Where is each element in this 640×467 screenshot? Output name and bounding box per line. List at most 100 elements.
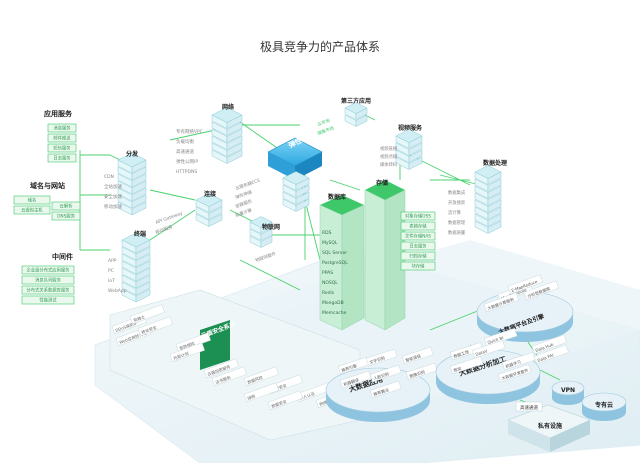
bdp-tag — [507, 274, 543, 295]
cdn-item: 移动加速 — [104, 203, 122, 210]
green-tag — [51, 201, 81, 211]
tower-side-right — [487, 199, 502, 213]
tower-top — [282, 171, 310, 185]
bdan-tag — [497, 364, 532, 383]
security-pillar — [200, 320, 230, 370]
terminal-item: PC — [108, 268, 114, 274]
bda-tag — [369, 380, 402, 399]
tower-side-right — [295, 184, 310, 198]
green-tag — [47, 143, 77, 153]
green-tag — [13, 205, 51, 215]
private-facility-left — [508, 420, 550, 452]
cdn-item: 全站加速 — [104, 183, 122, 190]
tower-top — [474, 165, 502, 179]
video-item: 视频点播 — [380, 153, 398, 160]
iot-item: 物联网套件 — [254, 250, 277, 264]
security-tag — [203, 358, 239, 379]
storage-right — [384, 189, 406, 331]
green-tag — [400, 221, 436, 231]
security-item: 绿网 — [246, 393, 256, 401]
tower-side-right — [208, 206, 223, 220]
tower-top — [121, 232, 151, 248]
green-tag-label: 日志服务 — [53, 155, 71, 162]
tower-top — [395, 129, 423, 143]
tower-side-right — [226, 149, 243, 164]
data-processing-tower — [474, 165, 502, 234]
bda-tag — [401, 346, 434, 365]
cube-left — [268, 152, 295, 180]
security-item: 移动安全 — [140, 324, 157, 335]
green-tag-label: 企业级分布式应用服务 — [27, 267, 71, 274]
tower-side-right — [135, 246, 151, 261]
db-item: Redis — [322, 290, 335, 296]
group-middleware-title: 中间件 — [52, 252, 73, 261]
db-item: NOSQL — [322, 280, 338, 286]
db-item: SQL Server — [322, 250, 347, 256]
db-item: RDS — [322, 230, 332, 236]
tower-top — [117, 152, 147, 168]
connector-line — [149, 209, 196, 241]
db-item: PPAS — [322, 270, 333, 276]
video-tower — [395, 129, 423, 170]
bda-item: 图像识别 — [408, 368, 425, 379]
security-tag — [169, 342, 205, 363]
database-tower — [319, 195, 365, 331]
disk-top — [551, 380, 585, 396]
tower-side-right — [260, 235, 273, 248]
api-item: API Gateway — [155, 210, 184, 225]
terminal-item: APP — [108, 258, 117, 264]
tower-side-right — [131, 194, 147, 209]
bda-item: 文字识别 — [368, 354, 385, 365]
bdan-item: 数据工场 — [452, 348, 469, 359]
security-item: 内容安全 — [270, 382, 287, 393]
tower-side-right — [487, 185, 502, 199]
tower-side-right — [226, 121, 243, 136]
elastic-compute-cube — [267, 137, 323, 180]
tower-side-right — [131, 201, 147, 216]
green-tag-label: 消息服务 — [53, 125, 71, 132]
vpn-node — [551, 380, 585, 405]
bdan-tag — [471, 340, 506, 359]
green-tag — [400, 231, 436, 241]
bdan-tag — [449, 342, 484, 361]
cdn-item: 安全加速 — [104, 193, 122, 200]
terminal-item: WebApp — [108, 288, 127, 294]
cube-right — [295, 152, 322, 180]
green-tag-label: 块存储 — [412, 263, 426, 270]
tower-side-right — [487, 178, 502, 192]
group-domain-site: 域名与网站 — [30, 181, 65, 190]
tower-side-right — [226, 135, 243, 150]
tower-side-right — [135, 267, 151, 282]
green-tag-label: 消息队列服务 — [35, 277, 61, 284]
bdan-item: Quick BI — [487, 335, 504, 345]
iot-tower — [249, 216, 273, 248]
green-tag — [47, 133, 77, 143]
tower-side-right — [408, 156, 423, 170]
network-item: 高速通道 — [176, 148, 194, 155]
tower-side-right — [408, 149, 423, 163]
green-tag-label: 邮件推送 — [53, 135, 71, 142]
group-app-service: 应用服务 — [44, 109, 73, 118]
tower-side-right — [135, 260, 151, 275]
bda-item: 人脸识别 — [372, 370, 389, 381]
disk-top — [581, 392, 627, 412]
db-item: Memcache — [322, 310, 347, 316]
bdan-tag — [449, 356, 484, 375]
storage-tower — [364, 180, 406, 331]
bdan-tag — [501, 352, 536, 371]
connect-item: 云服务器ECS — [234, 176, 261, 191]
connector-line — [149, 189, 196, 201]
bda-item: 机器翻译 — [342, 376, 359, 387]
data-processing-item: 流计算 — [448, 209, 462, 216]
green-tag — [400, 241, 436, 251]
third-party-item: 云市场 — [316, 117, 331, 128]
third-party-title: 第三方应用 — [340, 97, 371, 105]
connect-tower — [195, 193, 223, 227]
security-item: 先知计划 — [172, 350, 189, 361]
green-tag-label: 性能测试 — [39, 297, 57, 304]
tower-side-right — [487, 192, 502, 206]
bdp-tag — [523, 280, 559, 301]
db-right — [341, 204, 365, 331]
